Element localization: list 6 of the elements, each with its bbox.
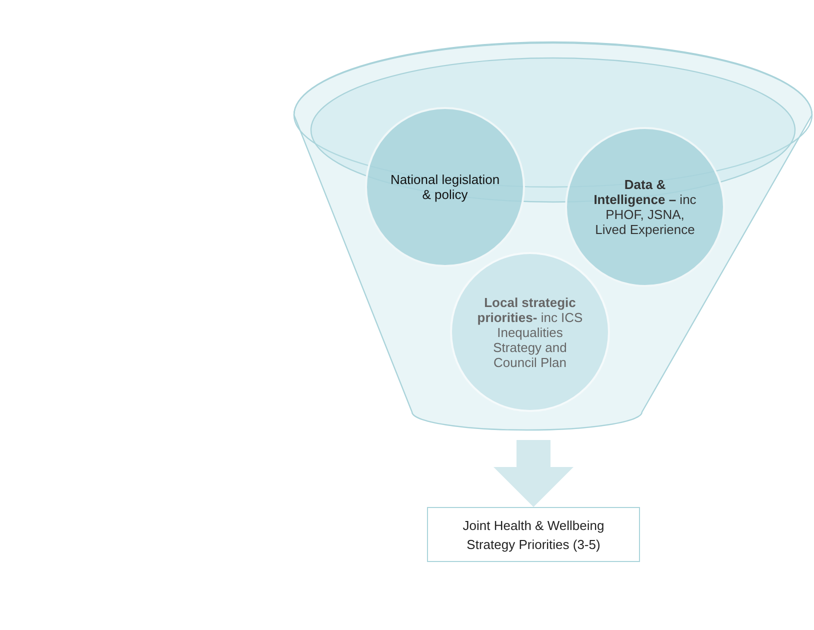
node-text: Joint Health & Wellbeing Strategy Priorities (3-5)	[462, 516, 606, 554]
result-box	[427, 507, 640, 562]
block-arrow	[494, 440, 574, 507]
node-text: Local strategic priorities- inc ICS Inequalities Strategy and Council Plan	[476, 294, 584, 370]
node-text: National legislation & policy	[389, 172, 501, 202]
node-text: Data & Intelligence – inc PHOF, JSNA, Lived Experience	[592, 177, 698, 237]
